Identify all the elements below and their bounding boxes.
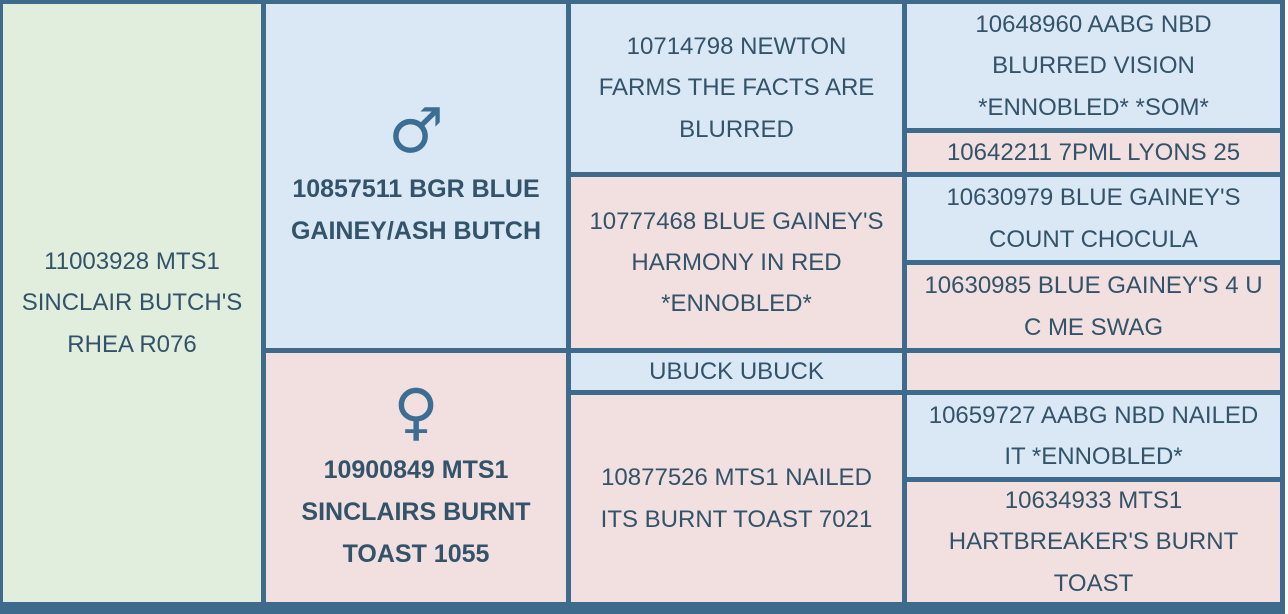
dam-cell: ♀ 10900849 MTS1 SINCLAIRS BURNT TOAST 10… bbox=[266, 353, 566, 602]
gen3-cell-5-empty bbox=[907, 353, 1280, 390]
male-icon: ♂ bbox=[388, 94, 444, 167]
gen3-cell-1: 10648960 AABG NBD BLURRED VISION *ENNOBL… bbox=[907, 4, 1280, 128]
gen3-name-3: 10630979 BLUE GAINEY'S COUNT CHOCULA bbox=[946, 184, 1241, 253]
sire-name: 10857511 BGR BLUE GAINEY/ASH BUTCH bbox=[290, 175, 541, 245]
sire-cell: ♂ 10857511 BGR BLUE GAINEY/ASH BUTCH bbox=[266, 4, 566, 348]
gen3-cell-6: 10659727 AABG NBD NAILED IT *ENNOBLED* bbox=[907, 395, 1280, 477]
dam-name: 10900849 MTS1 SINCLAIRS BURNT TOAST 1055 bbox=[301, 455, 531, 568]
subject-name: 11003928 MTS1 SINCLAIR BUTCH'S RHEA R076 bbox=[21, 248, 243, 358]
gen3-name-7: 10634933 MTS1 HARTBREAKER'S BURNT TOAST bbox=[948, 487, 1239, 597]
gen3-name-4: 10630985 BLUE GAINEY'S 4 U C ME SWAG bbox=[924, 272, 1263, 341]
sires-dam-name: 10777468 BLUE GAINEY'S HARMONY IN RED *E… bbox=[589, 207, 884, 318]
gen3-cell-2: 10642211 7PML LYONS 25 bbox=[907, 133, 1280, 172]
dams-sire-name: UBUCK UBUCK bbox=[649, 357, 824, 385]
dams-dam-name: 10877526 MTS1 NAILED ITS BURNT TOAST 702… bbox=[600, 464, 873, 533]
sires-dam-cell: 10777468 BLUE GAINEY'S HARMONY IN RED *E… bbox=[571, 177, 902, 348]
sires-sire-name: 10714798 NEWTON FARMS THE FACTS ARE BLUR… bbox=[598, 33, 875, 143]
gen3-cell-4: 10630985 BLUE GAINEY'S 4 U C ME SWAG bbox=[907, 265, 1280, 348]
gen3-cell-3: 10630979 BLUE GAINEY'S COUNT CHOCULA bbox=[907, 177, 1280, 260]
female-icon: ♀ bbox=[393, 374, 439, 448]
sires-sire-cell: 10714798 NEWTON FARMS THE FACTS ARE BLUR… bbox=[571, 4, 902, 172]
gen3-name-6: 10659727 AABG NBD NAILED IT *ENNOBLED* bbox=[928, 401, 1259, 470]
gen3-cell-7: 10634933 MTS1 HARTBREAKER'S BURNT TOAST bbox=[907, 482, 1280, 602]
gen3-name-2: 10642211 7PML LYONS 25 bbox=[946, 138, 1241, 166]
subject-cell: 11003928 MTS1 SINCLAIR BUTCH'S RHEA R076 bbox=[3, 4, 261, 602]
dams-sire-cell: UBUCK UBUCK bbox=[571, 353, 902, 390]
dams-dam-cell: 10877526 MTS1 NAILED ITS BURNT TOAST 702… bbox=[571, 395, 902, 602]
gen3-name-1: 10648960 AABG NBD BLURRED VISION *ENNOBL… bbox=[975, 11, 1212, 121]
